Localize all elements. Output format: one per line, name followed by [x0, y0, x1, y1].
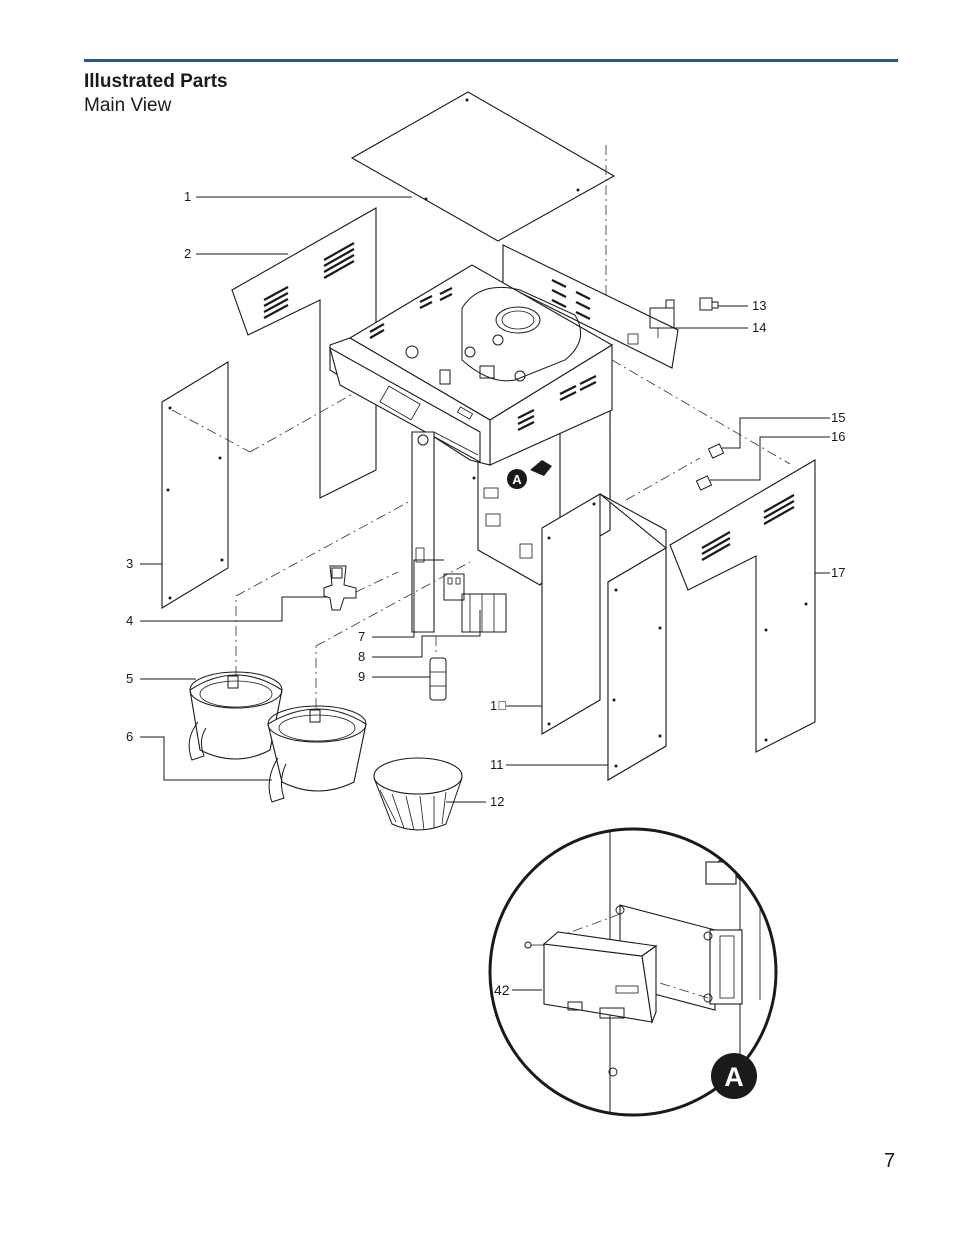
- part-inner-panel: [541, 493, 601, 735]
- callout-13: 13: [752, 298, 766, 313]
- callout-17: 17: [831, 565, 845, 580]
- part-front-column: [411, 431, 479, 633]
- callout-42: 42: [494, 982, 510, 998]
- part-valve-13: [699, 297, 719, 311]
- callout-12: 12: [490, 794, 504, 809]
- part-switch-block: [443, 573, 507, 633]
- header-rule: [84, 59, 898, 62]
- page-title: Illustrated Parts: [84, 71, 228, 92]
- part-faucet: [323, 565, 357, 611]
- detail-a-label: A: [724, 1062, 744, 1092]
- part-left-rear-panel: [161, 361, 229, 609]
- part-right-side-panel: [599, 493, 667, 781]
- callout-11: 11: [490, 757, 504, 772]
- part-valve-14: [649, 299, 675, 338]
- part-right-side-cover: [669, 459, 816, 753]
- part-brew-funnel-5: [188, 671, 283, 761]
- part-brew-funnel-6: [267, 705, 367, 803]
- detail-a-pointer: A: [507, 460, 552, 489]
- callout-2: 2: [184, 246, 191, 261]
- leader-dash: [611, 359, 791, 465]
- detail-a-view: A: [488, 827, 778, 1117]
- callout-10: 1⃞: [490, 698, 507, 713]
- callout-3: 3: [126, 556, 133, 571]
- part-sprayhead: [429, 657, 447, 701]
- part-switch-15: [707, 443, 725, 459]
- part-paper-filter: [373, 757, 463, 831]
- part-top-cover: [350, 91, 616, 242]
- callout-7: 7: [358, 629, 365, 644]
- callout-9: 9: [358, 669, 365, 684]
- part-back-panel: [502, 244, 679, 369]
- callout-labels: 1 2 3 4 5 6 7 8 9 1⃞ 11 12 13 14 15 16 1…: [126, 189, 845, 998]
- page-number: 7: [884, 1150, 896, 1172]
- leader-dash: [249, 391, 357, 453]
- leader-dash: [355, 571, 399, 593]
- part-switch-16: [695, 475, 713, 491]
- page-subtitle: Main View: [84, 95, 172, 116]
- leader-dash: [235, 499, 413, 597]
- leader-dash: [315, 561, 471, 647]
- leader-lines: [140, 196, 830, 991]
- leader-dash: [625, 457, 701, 501]
- callout-14: 14: [752, 320, 766, 335]
- leader-dash: [171, 409, 251, 453]
- svg-text:A: A: [512, 472, 522, 487]
- callout-8: 8: [358, 649, 365, 664]
- callout-5: 5: [126, 671, 133, 686]
- callout-6: 6: [126, 729, 133, 744]
- callout-1: 1: [184, 189, 191, 204]
- callout-16: 16: [831, 429, 845, 444]
- callout-4: 4: [126, 613, 133, 628]
- part-left-side-panel: [231, 207, 377, 499]
- callout-15: 15: [831, 410, 845, 425]
